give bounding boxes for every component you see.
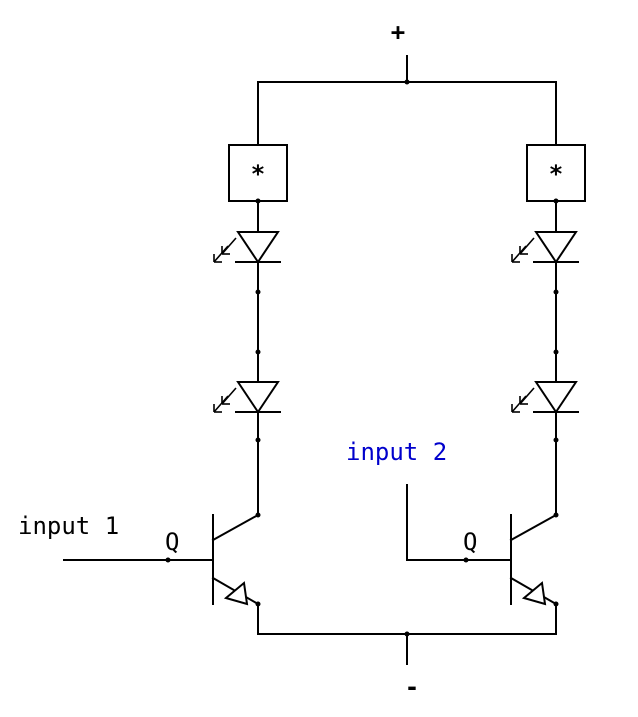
resistor-right-label: * (549, 160, 563, 188)
input-2-label: input 2 (346, 438, 447, 466)
transistor-right: Q (463, 513, 559, 607)
top-rail (257, 55, 557, 146)
led-right-upper (511, 231, 579, 264)
led-left-upper (213, 231, 281, 264)
resistor-left-label: * (251, 160, 265, 188)
transistor-left-label: Q (165, 528, 179, 556)
positive-terminal-label: + (391, 18, 405, 46)
bottom-rail (257, 603, 557, 665)
input-1-label: input 1 (18, 512, 119, 540)
led-left-lower (213, 381, 281, 414)
negative-terminal-label: - (405, 673, 419, 701)
led-right-lower (511, 381, 579, 414)
resistor-right: * (526, 144, 586, 202)
transistor-left: Q (165, 513, 261, 607)
resistor-left: * (228, 144, 288, 202)
transistor-right-label: Q (463, 528, 477, 556)
input-2-wire (406, 484, 512, 563)
